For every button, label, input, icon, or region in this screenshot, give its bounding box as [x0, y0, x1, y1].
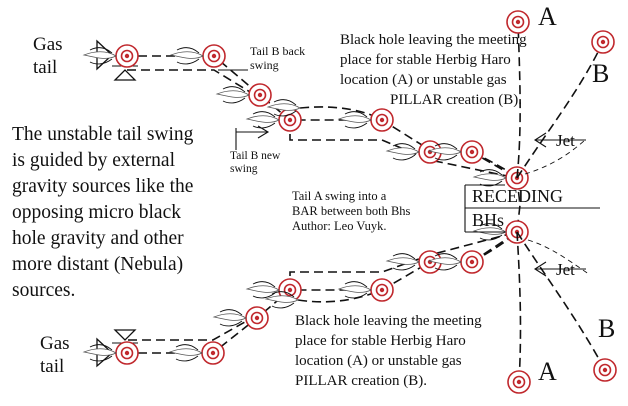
tail-shape	[386, 143, 420, 161]
receding-bracket	[464, 184, 600, 233]
letter-a-top: A	[538, 2, 557, 31]
tail-shape	[246, 281, 280, 299]
jet-arrow-bottom	[533, 261, 586, 277]
black-hole	[370, 278, 394, 302]
top-right-caption: Black hole leaving the meeting place for…	[340, 32, 530, 108]
tail-b-new-pointer	[235, 125, 270, 150]
tail-b-back-label: Tail B back swing	[250, 44, 308, 72]
main-explanation-text: The unstable tail swing is guided by ext…	[12, 124, 198, 301]
black-hole	[370, 108, 394, 132]
black-hole	[460, 250, 484, 274]
letter-b-top: B	[592, 59, 609, 88]
black-hole	[115, 341, 139, 365]
black-hole	[460, 140, 484, 164]
gas-tail-label-bottom: Gas tail	[40, 333, 74, 377]
tail-shape	[338, 281, 372, 299]
black-hole	[115, 44, 139, 68]
center-note: Tail A swing into a BAR between both Bhs…	[292, 189, 414, 233]
tail-shape	[338, 111, 372, 129]
receding-label: RECEDING BHs	[472, 186, 568, 230]
black-hole	[248, 83, 272, 107]
letter-b-bottom: B	[598, 314, 615, 343]
black-hole	[278, 108, 302, 132]
black-hole-a-bottom	[507, 370, 531, 394]
black-hole-b-top	[591, 30, 615, 54]
tail-shape	[386, 253, 420, 271]
black-hole	[201, 341, 225, 365]
tail-shape	[169, 344, 203, 362]
black-hole	[202, 44, 226, 68]
tail-shape	[170, 47, 204, 65]
bottom-caption: Black hole leaving the meeting place for…	[295, 313, 485, 389]
jet-label-top: Jet	[556, 131, 575, 150]
black-hole-b-bottom	[593, 358, 617, 382]
letter-a-bottom: A	[538, 357, 557, 386]
tail-b-new-label: Tail B new swing	[230, 150, 283, 175]
jet-arrow-top	[533, 132, 586, 148]
jet-label-bottom: Jet	[556, 260, 575, 279]
black-hole	[245, 306, 269, 330]
tail-shape	[216, 86, 250, 104]
black-hole-a-top	[506, 10, 530, 34]
gas-tail-label-top: Gas tail	[33, 34, 67, 78]
receding-paths	[516, 21, 606, 383]
